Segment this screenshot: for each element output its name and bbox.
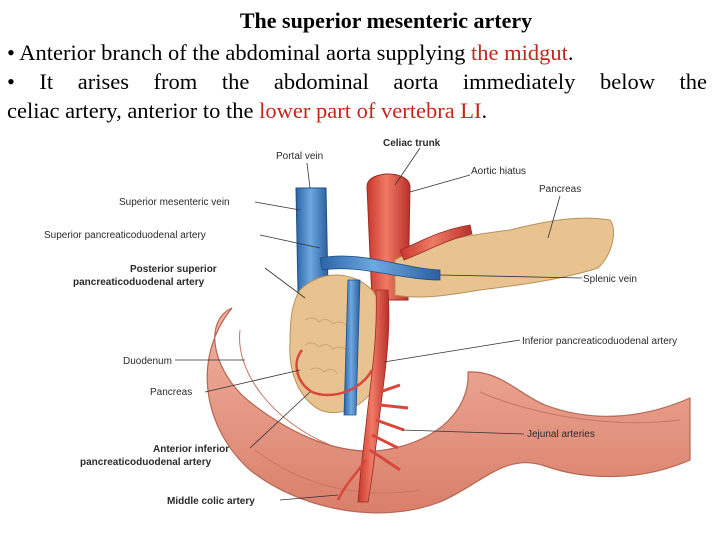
anatomy-diagram: Portal vein Celiac trunk Aortic hiatus P… xyxy=(44,138,691,514)
pancreas-body-shape xyxy=(394,217,614,298)
label-inferior-pancreaticoduodenal-artery: Inferior pancreaticoduodenal artery xyxy=(522,336,677,347)
label-jejunal-arteries: Jejunal arteries xyxy=(527,429,595,440)
label-pancreas-left: Pancreas xyxy=(150,387,192,398)
leader-lines xyxy=(175,147,583,501)
bullet1-suffix: . xyxy=(567,40,574,65)
label-anterior-inferior-1: Anterior inferior xyxy=(153,444,229,455)
label-middle-colic-artery: Middle colic artery xyxy=(167,496,255,507)
label-superior-pancreaticoduodenal-artery: Superior pancreaticoduodenal artery xyxy=(44,230,206,241)
slide-title: The superior mesenteric artery xyxy=(239,8,533,33)
bullet2-suffix: . xyxy=(481,98,488,123)
celiac-branch-shape xyxy=(399,224,473,261)
bullet-list: • Anterior branch of the abdominal aorta… xyxy=(7,38,707,125)
bullet2-highlight: lower part of vertebra LI xyxy=(259,98,482,123)
label-posterior-superior-1: Posterior superior xyxy=(130,264,217,275)
label-celiac-trunk: Celiac trunk xyxy=(383,138,441,149)
label-duodenum: Duodenum xyxy=(123,356,172,367)
bullet1-text: • Anterior branch of the abdominal aorta… xyxy=(7,40,472,65)
duodenum-shape xyxy=(206,307,691,514)
smv-shape xyxy=(343,279,361,416)
label-posterior-superior-2: pancreaticoduodenal artery xyxy=(73,277,205,288)
label-superior-mesenteric-vein: Superior mesenteric vein xyxy=(119,197,230,208)
bullet-anterior-branch: • Anterior branch of the abdominal aorta… xyxy=(7,38,707,67)
pancreas-head-shape xyxy=(289,274,388,414)
splenic-vein-shape xyxy=(319,255,441,281)
label-aortic-hiatus: Aortic hiatus xyxy=(471,166,526,177)
bullet2-text: celiac artery, anterior to the xyxy=(7,98,260,123)
bullet-arises-line1: • It arises from the abdominal aorta imm… xyxy=(7,69,707,94)
label-anterior-inferior-2: pancreaticoduodenal artery xyxy=(80,457,212,468)
sma-shape xyxy=(357,289,390,503)
bullet1-highlight: the midgut xyxy=(471,40,568,65)
label-splenic-vein: Splenic vein xyxy=(583,274,637,285)
label-portal-vein: Portal vein xyxy=(276,151,323,162)
label-pancreas-top: Pancreas xyxy=(539,184,581,195)
bullet-arises-line2: celiac artery, anterior to the lower par… xyxy=(7,96,707,125)
